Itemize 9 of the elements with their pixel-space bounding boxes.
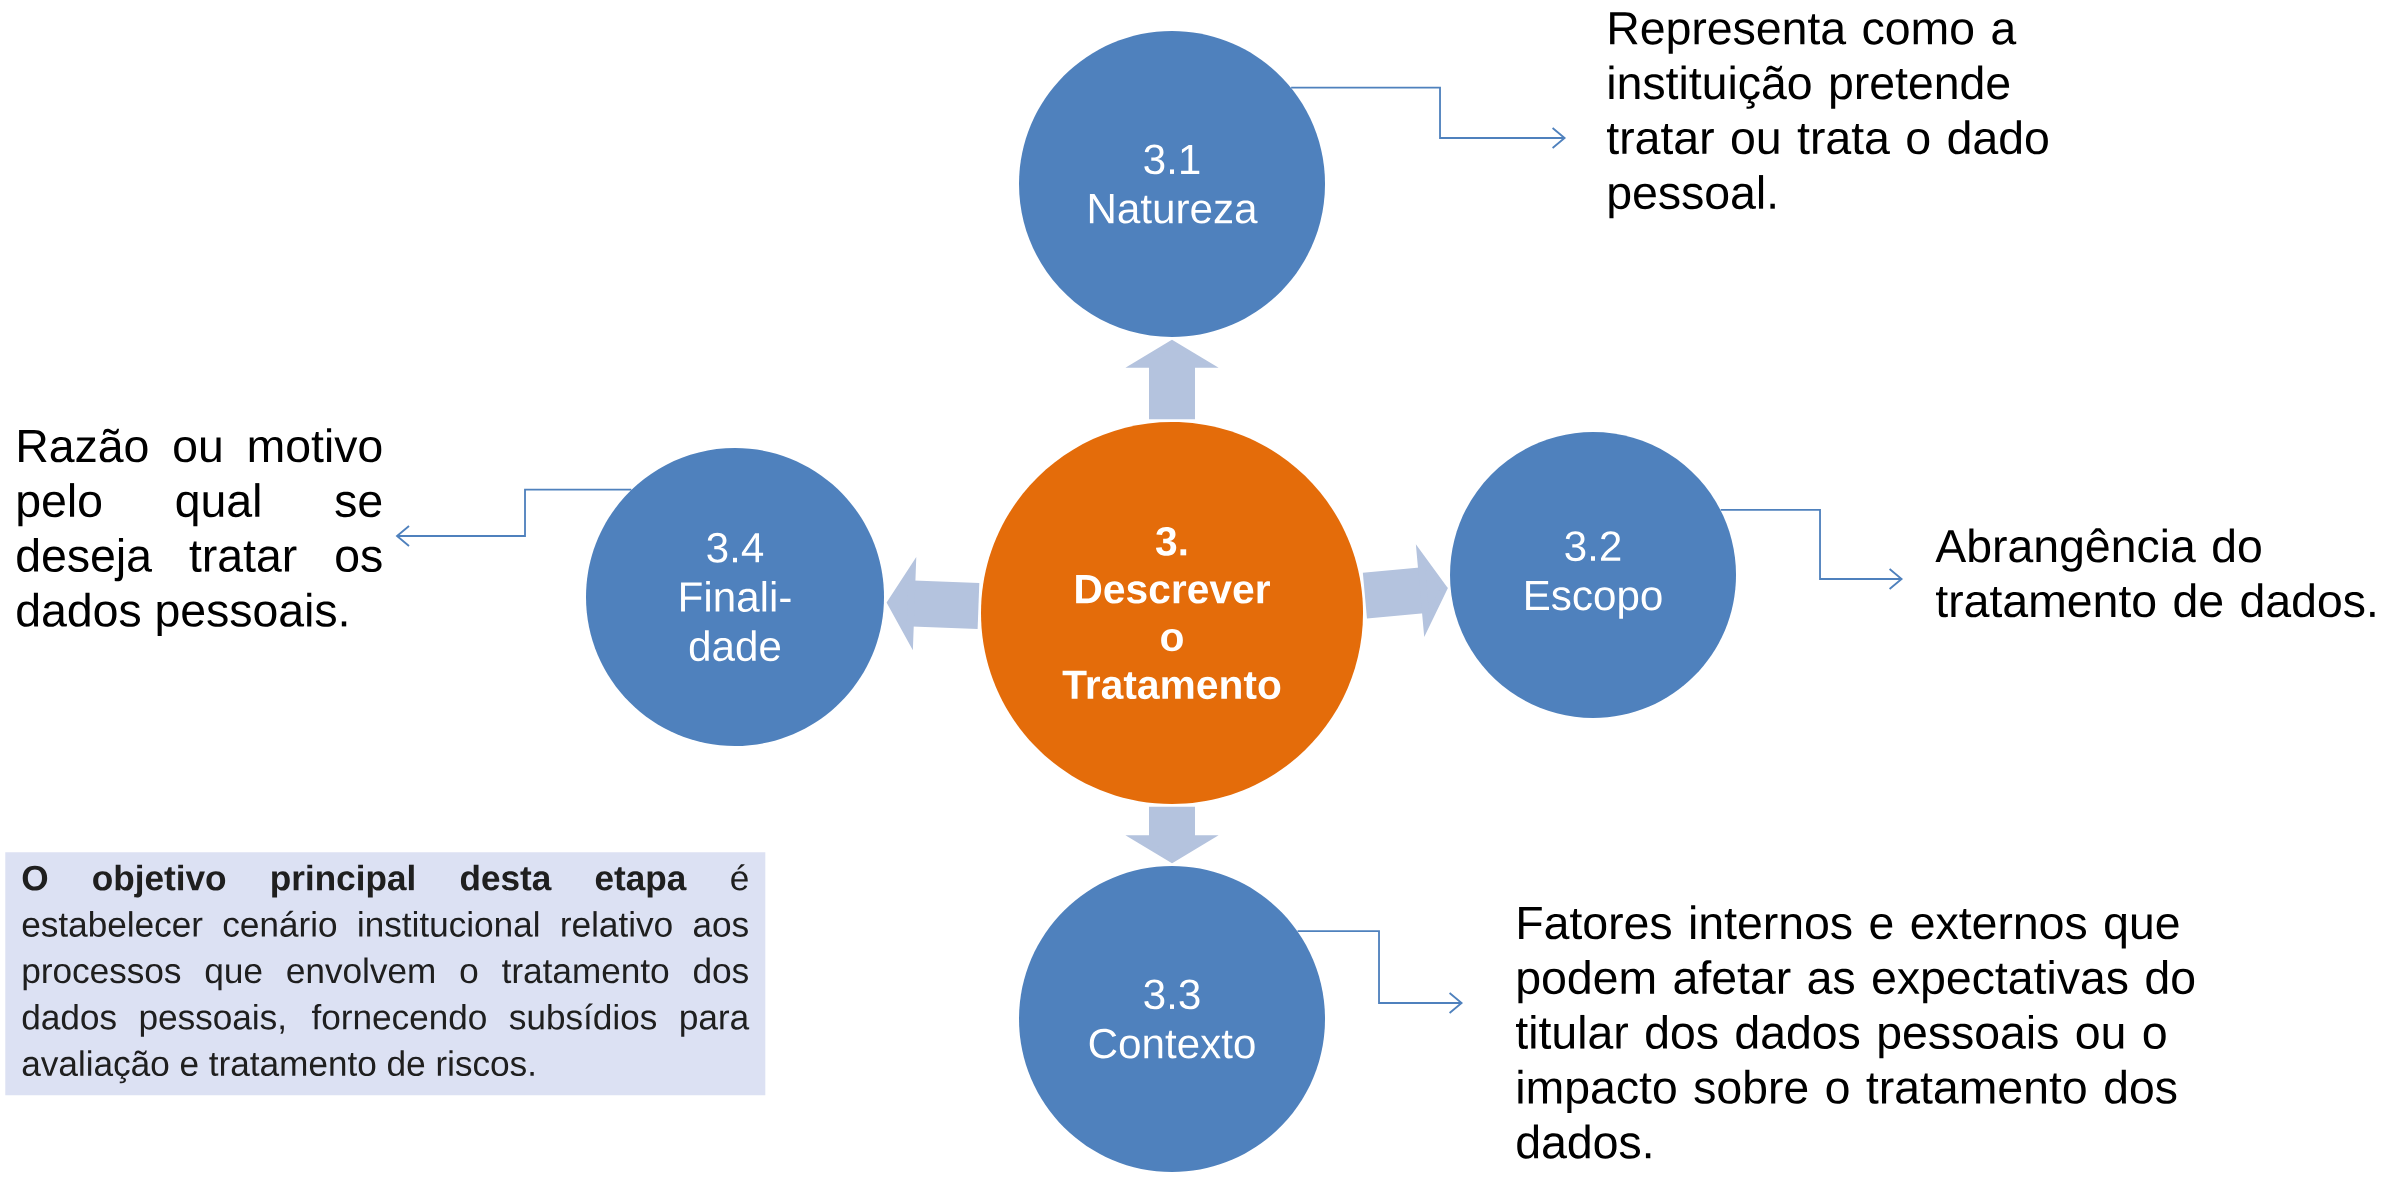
leader-arrow [395,488,633,547]
leader-arrow [1296,930,1463,1014]
leader-arrow [1719,509,1903,590]
description-text: Fatores internos e externos que podem afetar as expectativas do titular dos dados pessoais ou o impacto sobre o tratamento dos dados. [1516,905,2195,1159]
description-text: Abrangência do tratamento de dados. [1935,528,2375,618]
description-text: Razão ou motivo pelo qual se deseja tratar os dados pessoais. [17,428,382,637]
note-box: O objetivo principal desta etapa é estabelecer cenário institucional relativo aos processos que envolvem o tratamento dos dados pessoais, fornecendo subsídios para avaliação e tratamento de riscos. [5,852,766,1096]
leader-arrow [1290,86,1566,149]
description-text: Representa como a instituição pretende tratar ou trata o dado pessoal. [1607,12,2048,219]
